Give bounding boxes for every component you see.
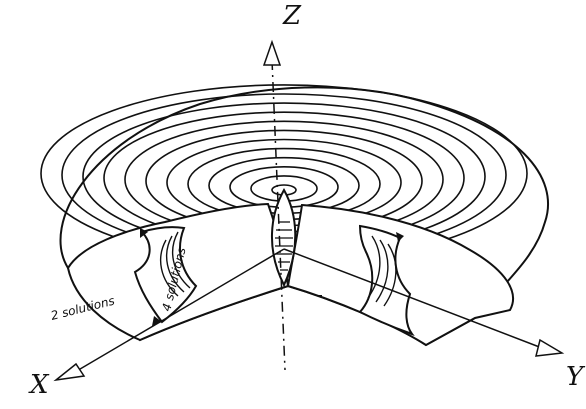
left-cutout-region [133,226,198,326]
right-cutout-region [358,224,415,337]
x-axis-label: X [30,370,49,400]
central-lens [270,187,297,288]
z-axis-label: Z [283,1,302,31]
x-axis-arrow [53,362,86,382]
z-axis-arrow [262,39,282,66]
y-axis-label: Y [566,362,584,392]
z-axis [262,39,286,371]
y-axis-arrow [535,338,565,357]
y-axis [283,248,565,357]
x-axis [53,248,285,382]
